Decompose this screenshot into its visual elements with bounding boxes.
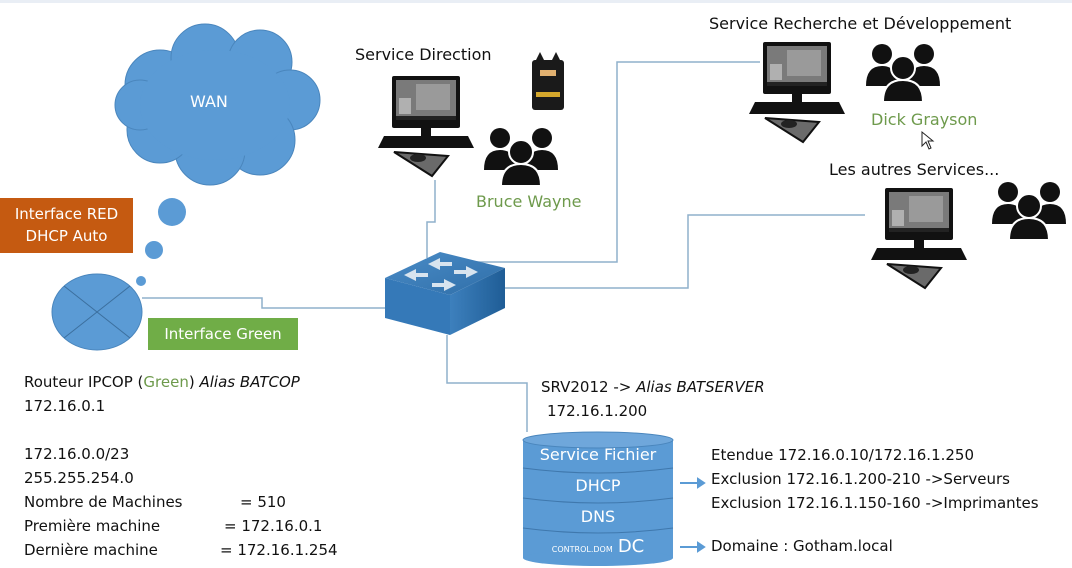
router-alias: Alias BATCOP — [199, 373, 300, 391]
server-ip: 172.16.1.200 — [547, 402, 648, 420]
switch-icon — [385, 252, 505, 335]
users-others-icon — [991, 181, 1067, 241]
role-dhcp: DHCP — [575, 476, 621, 495]
server-cylinder — [522, 431, 674, 566]
router-ip: 172.16.0.1 — [24, 397, 106, 415]
network-links — [142, 61, 865, 432]
computer-direction-icon — [377, 75, 475, 177]
router-stat-row: Première machine= 172.16.0.1 — [24, 517, 323, 535]
thought-bubble-medium — [145, 241, 163, 259]
role-file-service: Service Fichier — [539, 445, 657, 464]
role-dc: CONTROL.DOM DC — [523, 536, 673, 557]
link-others-switch — [485, 214, 865, 289]
top-border — [0, 0, 1072, 3]
router-green-word: Green — [143, 373, 189, 391]
dc-label: DC — [617, 536, 645, 557]
interface-green-label: Interface Green — [164, 325, 282, 343]
router-info: Routeur IPCOP (Green) Alias BATCOP 172.1… — [24, 370, 338, 562]
mouse-cursor-icon — [921, 130, 935, 150]
router-stat-row: Dernière machine= 172.16.1.254 — [24, 541, 338, 559]
arrows — [680, 477, 706, 553]
interface-green-box: Interface Green — [148, 318, 298, 350]
dhcp-exclusion-servers: Exclusion 172.16.1.200-210 ->Serveurs — [711, 470, 1010, 488]
link-router-switch — [142, 297, 385, 309]
thought-bubble-large — [158, 198, 186, 226]
server-title: SRV2012 -> Alias BATSERVER — [541, 378, 765, 396]
router-title: Routeur IPCOP (Green) Alias BATCOP — [24, 373, 300, 391]
server-alias: Alias BATSERVER — [636, 378, 765, 396]
wan-cloud — [114, 23, 321, 186]
router-stat-row: Nombre de Machines= 510 — [24, 493, 286, 511]
dhcp-scope: Etendue 172.16.0.10/172.16.1.250 — [711, 446, 975, 464]
link-direction-switch — [426, 180, 436, 258]
link-rd-switch — [470, 61, 760, 263]
wan-label: WAN — [190, 92, 228, 111]
dhcp-exclusion-printers: Exclusion 172.16.1.150-160 ->Imprimantes — [711, 494, 1039, 512]
user-dick-grayson: Dick Grayson — [871, 110, 978, 129]
interface-red-label: Interface RED — [14, 205, 119, 223]
service-others-title: Les autres Services... — [829, 160, 1000, 179]
service-rd-title: Service Recherche et Développement — [709, 14, 1012, 33]
dc-domain-small: CONTROL.DOM — [551, 545, 613, 554]
router-icon — [51, 273, 143, 351]
router-mask: 255.255.254.0 — [24, 469, 134, 487]
router-network: 172.16.0.0/23 — [24, 445, 130, 463]
users-rd-icon — [865, 43, 941, 103]
interface-red-dhcp: DHCP Auto — [25, 227, 108, 245]
service-direction-title: Service Direction — [355, 45, 492, 64]
domain-label: Domaine : Gotham.local — [711, 537, 893, 555]
thought-bubble-small — [136, 276, 146, 286]
dhcp-info: Etendue 172.16.0.10/172.16.1.250 Exclusi… — [711, 443, 1039, 515]
user-bruce-wayne: Bruce Wayne — [476, 192, 582, 211]
computer-others-icon — [870, 187, 968, 289]
link-server-switch — [446, 335, 528, 432]
computer-rd-icon — [748, 41, 846, 143]
batman-figure-icon — [532, 52, 564, 110]
role-dns: DNS — [580, 507, 616, 526]
users-direction-icon — [483, 127, 559, 187]
interface-red-box: Interface RED DHCP Auto — [0, 198, 133, 253]
